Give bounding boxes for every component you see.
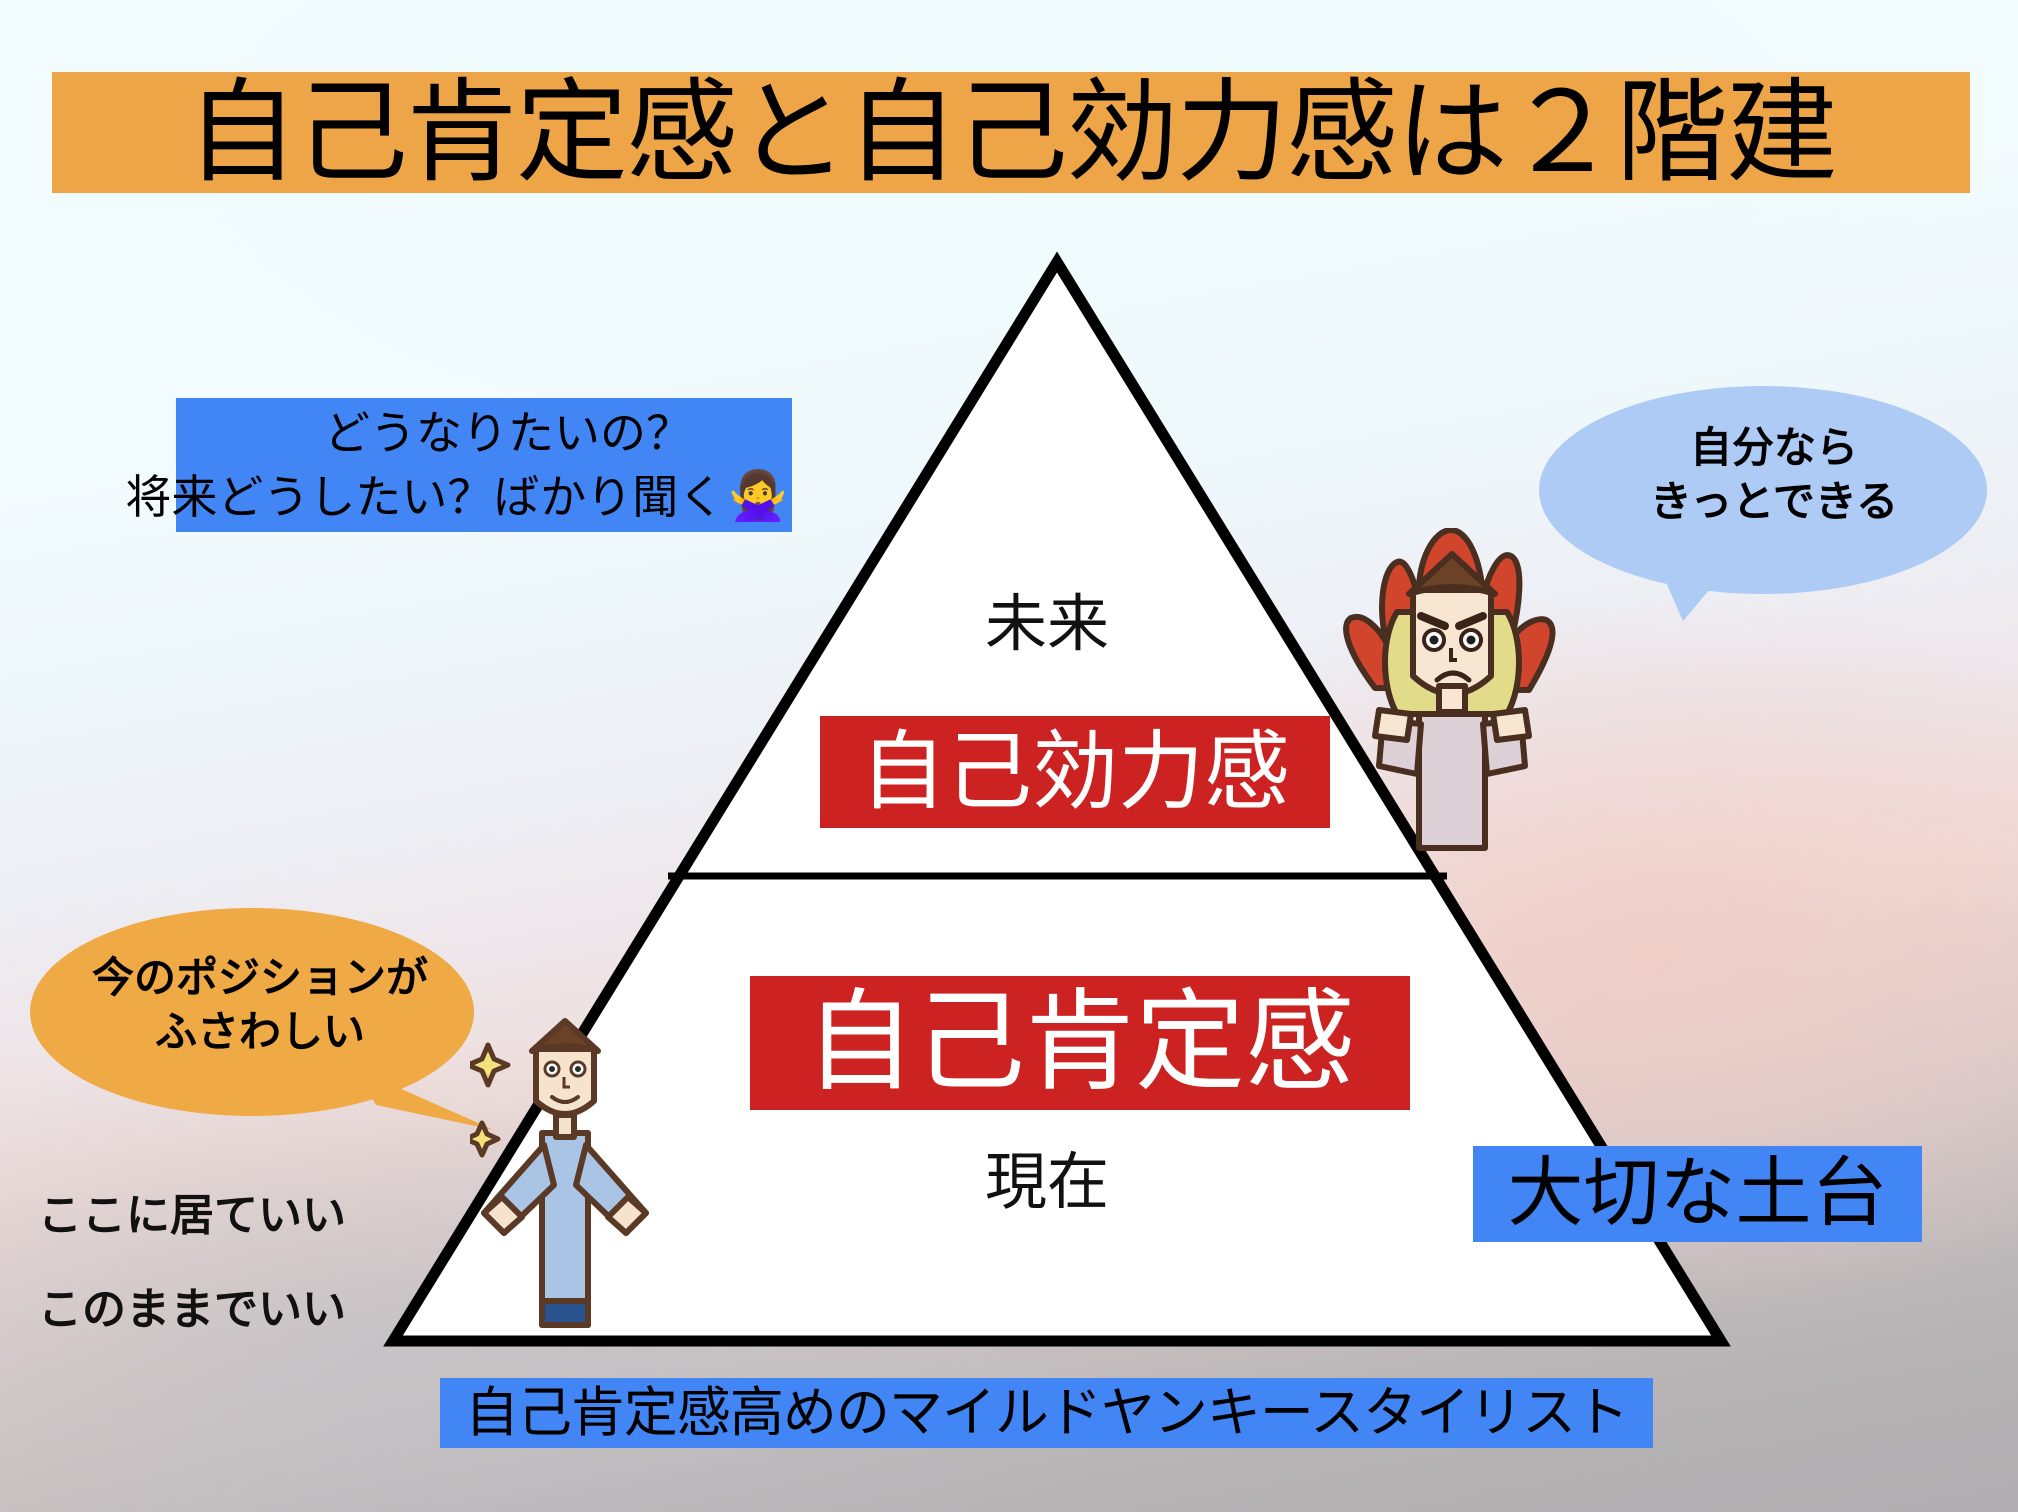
fired-up-person-illustration: [1343, 528, 1556, 851]
orange-speech-bubble: [30, 908, 494, 1130]
pyramid-upper-top-label: 未来: [985, 590, 1110, 659]
foundation-label-box: 大切な土台: [1473, 1146, 1922, 1242]
page-title: 自己肯定感と自己効力感は２階建: [186, 69, 1838, 195]
blue-bubble-line-2: きっとできる: [1649, 477, 1899, 525]
foundation-label: 大切な土台: [1507, 1151, 1888, 1236]
blue-speech-bubble: [1539, 386, 1987, 621]
bottom-banner-text: 自己肯定感高めのマイルドヤンキースタイリスト: [464, 1383, 1629, 1443]
left-text-line-2: このままでいい: [38, 1285, 346, 1334]
self-efficacy-label-box: 自己効力感: [820, 716, 1330, 828]
bottom-banner-box: 自己肯定感高めのマイルドヤンキースタイリスト: [440, 1378, 1653, 1448]
blue-bubble-line-1: 自分なら: [1689, 424, 1858, 471]
orange-bubble-line-2: ふさわしい: [154, 1007, 365, 1055]
orange-bubble-line-1: 今のポジションが: [91, 954, 428, 1001]
question-line-1: どうなりたいの？: [324, 407, 692, 459]
confident-person-illustration: [470, 1018, 649, 1328]
self-esteem-label-box: 自己肯定感: [750, 976, 1410, 1110]
blue-bubble-text: 自分なら きっとできる: [1598, 421, 1950, 529]
self-efficacy-label: 自己効力感: [860, 724, 1290, 820]
slide-title-band: 自己肯定感と自己効力感は２階建: [52, 72, 1970, 193]
left-text-line-1: ここに居ていい: [38, 1191, 346, 1240]
self-esteem-label: 自己肯定感: [805, 981, 1355, 1104]
orange-bubble-text: 今のポジションが ふさわしい: [80, 951, 440, 1059]
pyramid-lower-bottom-label: 現在: [985, 1148, 1110, 1217]
question-callout-box: どうなりたいの？ 将来どうしたい？ばかり聞く 🙅‍♀️: [125, 398, 792, 532]
question-line-2: 将来どうしたい？ばかり聞く: [125, 471, 725, 523]
woman-gesturing-no-emoji: 🙅‍♀️: [728, 470, 788, 523]
